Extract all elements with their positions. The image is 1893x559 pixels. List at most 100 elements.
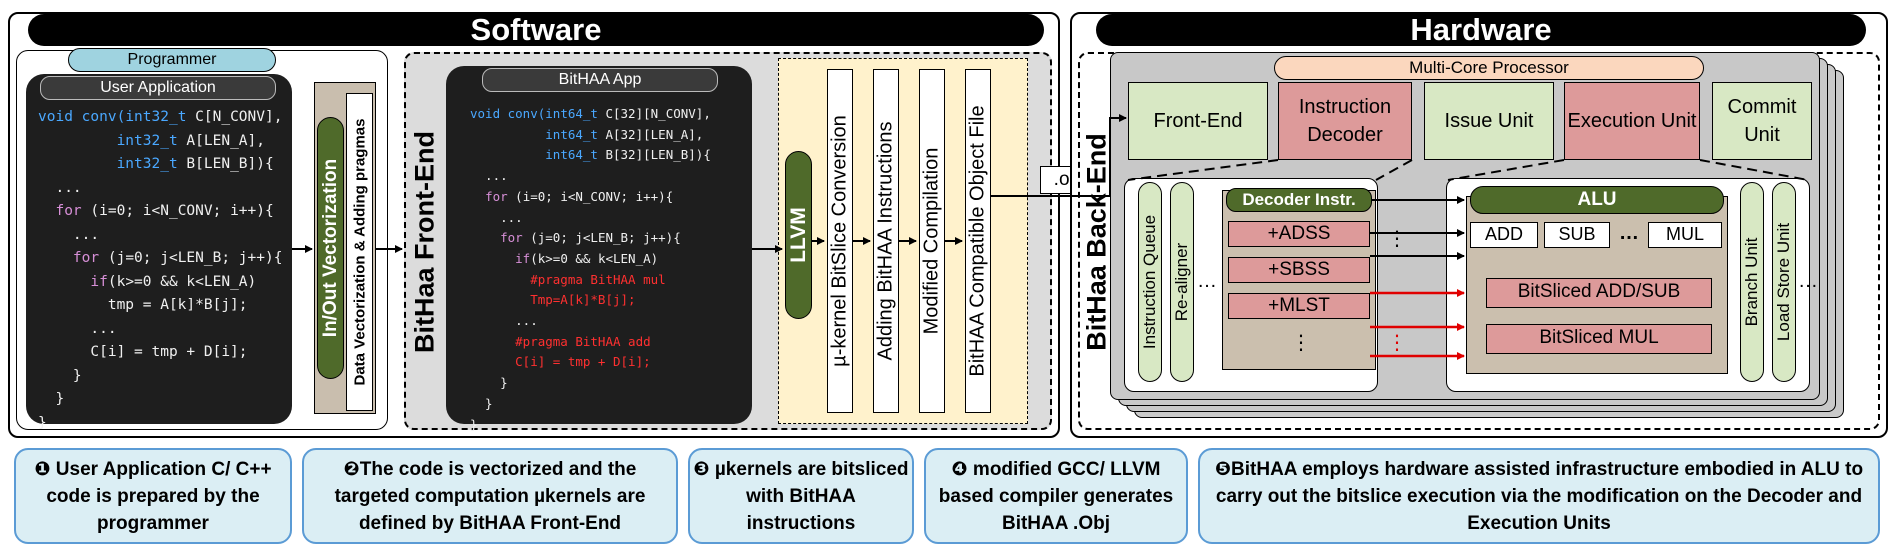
decoder-item-mlst: +MLST xyxy=(1228,293,1370,319)
user-code-line: for (j=0; j<LEN_B; j++){ xyxy=(38,247,283,271)
user-code-token: C[i] = tmp + D[i]; xyxy=(38,344,248,360)
caption-5-number: ❺ xyxy=(1214,458,1232,480)
caption-1-number: ❶ xyxy=(34,458,51,480)
caption-3-text: µkernels are bitsliced with BitHAA instr… xyxy=(709,458,909,534)
user-code-token: ... xyxy=(38,320,117,337)
load-store-unit: Load Store Unit xyxy=(1772,182,1796,382)
multi-core-processor-label: Multi-Core Processor xyxy=(1274,56,1704,80)
user-code-token: for xyxy=(72,250,100,266)
bithaa-code-line: int64_t B[32][LEN_B]){ xyxy=(470,145,711,166)
bithaa-code-token: int64_t xyxy=(545,106,606,121)
user-code-token: B[LEN_B]){ xyxy=(186,156,274,172)
user-code-token: int32_t xyxy=(116,156,187,172)
bithaa-code-line: ... xyxy=(470,311,711,332)
user-code-line: C[i] = tmp + D[i]; xyxy=(38,341,282,365)
in-out-vectorization-pill: In/Out Vectorization xyxy=(317,117,344,379)
user-code-token: if xyxy=(90,273,108,290)
decoder-item-sbss: +SBSS xyxy=(1228,257,1370,283)
bithaa-code-token: ... xyxy=(470,209,523,225)
bithaa-code-token: #pragma BitHAA add xyxy=(470,333,651,349)
bithaa-code-token: } xyxy=(470,395,493,411)
bithaa-code-line: void conv(int64_t C[32][N_CONV], xyxy=(470,104,711,125)
issue-unit: Issue Unit xyxy=(1424,82,1554,160)
user-code-line: if(k>=0 && k<LEN_A) xyxy=(38,271,282,295)
caption-5: ❺BitHAA employs hardware assisted infras… xyxy=(1198,448,1880,544)
llvm-pill: LLVM xyxy=(785,151,812,319)
bithaa-code-token: (i=0; i<N_CONV; i++){ xyxy=(507,188,674,204)
caption-5-text: BitHAA employs hardware assisted infrast… xyxy=(1215,458,1864,534)
bithaa-code-line: } xyxy=(470,415,711,436)
user-code-token: ... xyxy=(38,179,82,196)
instruction-decoder-unit: Instruction Decoder xyxy=(1278,82,1412,160)
commit-unit: Commit Unit xyxy=(1712,82,1812,160)
bithaa-code-line: } xyxy=(470,394,711,415)
bithaa-code-token: ... xyxy=(470,168,508,184)
user-code-token: tmp = A[k]*B[j]; xyxy=(38,297,248,313)
programmer-label: Programmer xyxy=(68,48,276,72)
alu-ops-ellipsis: … xyxy=(1619,222,1639,244)
bithaa-code-line: Tmp=A[k]*B[j]; xyxy=(470,290,711,311)
decoder-item-adss: +ADSS xyxy=(1228,221,1370,247)
bithaa-code-token: (j=0; j<LEN_B; j++){ xyxy=(522,230,681,246)
zoom-decoder xyxy=(1127,159,1279,181)
user-code-line: ... xyxy=(38,177,282,201)
user-code-line: } xyxy=(38,388,282,412)
user-code-token: (k>=0 && k<LEN_A) xyxy=(107,273,257,290)
bithaa-code-line: #pragma BitHAA mul xyxy=(470,270,711,291)
user-code-line: tmp = A[k]*B[j]; xyxy=(38,294,282,318)
re-aligner: Re-aligner xyxy=(1170,182,1194,382)
caption-2-text: The code is vectorized and the targeted … xyxy=(334,458,646,534)
caption-1: ❶ User Application C/ C++ code is prepar… xyxy=(14,448,292,544)
user-application-code-box: User Application void conv(int32_t C[N_C… xyxy=(26,74,292,431)
bithaa-code-line: for (j=0; j<LEN_B; j++){ xyxy=(470,228,711,249)
user-code-line: int32_t A[LEN_A], xyxy=(38,130,282,154)
user-code-token: int32_t xyxy=(125,109,196,125)
user-code-token: C[N_CONV], xyxy=(195,109,283,125)
decoder-ellipsis: … xyxy=(1197,270,1217,292)
bithaa-code-token: } xyxy=(470,416,478,432)
bithaa-code-token: #pragma BitHAA mul xyxy=(470,271,666,287)
user-code-listing: void conv(int32_t C[N_CONV], int32_t A[L… xyxy=(38,106,282,435)
bithaa-code-line: } xyxy=(470,373,711,394)
bitsliced-mul: BitSliced MUL xyxy=(1486,324,1712,354)
user-code-line: } xyxy=(38,365,282,389)
user-code-line: ... xyxy=(38,224,282,248)
step-object-file: BitHAA Compatible Object File xyxy=(965,69,991,413)
branch-unit: Branch Unit xyxy=(1740,182,1764,382)
user-code-token: (i=0; i<N_CONV; i++){ xyxy=(81,203,274,219)
bithaa-code-line: if(k>=0 && k<LEN_A) xyxy=(470,249,711,270)
vectorization-column: In/Out Vectorization Data Vectorization … xyxy=(314,82,376,414)
caption-4: ❹ modified GCC/ LLVM based compiler gene… xyxy=(924,448,1188,544)
bithaa-code-token: C[32][N_CONV], xyxy=(605,106,711,121)
user-code-token: A[LEN_A], xyxy=(186,132,265,149)
bithaa-code-line: #pragma BitHAA add xyxy=(470,332,711,353)
user-code-token: } xyxy=(38,391,65,407)
bithaa-code-token: void conv( xyxy=(470,106,546,121)
bithaa-code-token: int64_t xyxy=(545,147,606,163)
caption-4-number: ❹ xyxy=(951,458,968,480)
user-code-token: int32_t xyxy=(116,132,187,149)
bithaa-code-token: for xyxy=(500,230,523,246)
user-code-line: } xyxy=(38,412,282,436)
arrow-obj-to-frontend xyxy=(990,114,1127,197)
user-code-token: ... xyxy=(38,226,100,243)
bithaa-code-token: for xyxy=(485,188,508,204)
user-code-line: for (i=0; i<N_CONV; i++){ xyxy=(38,200,282,224)
bithaa-code-token: C[i] = tmp + D[i]; xyxy=(470,354,651,370)
user-code-token: } xyxy=(38,367,82,384)
caption-1-text: User Application C/ C++ code is prepared… xyxy=(46,458,272,534)
bithaa-code-line: ... xyxy=(470,166,711,187)
bithaa-code-line: int64_t A[32][LEN_A], xyxy=(470,125,711,146)
user-code-line: void conv(int32_t C[N_CONV], xyxy=(38,106,282,130)
user-code-token: } xyxy=(38,414,47,431)
user-code-line: int32_t B[LEN_B]){ xyxy=(38,153,282,177)
bithaa-code-line: C[i] = tmp + D[i]; xyxy=(470,352,711,373)
alu-title: ALU xyxy=(1470,186,1724,214)
bithaa-code-token: } xyxy=(470,375,508,391)
bithaa-code-token: if xyxy=(515,250,531,266)
user-application-label: User Application xyxy=(40,76,276,100)
zoom-execution-right xyxy=(1699,159,1809,181)
caption-2-number: ❷ xyxy=(343,458,360,480)
instruction-queue: Instruction Queue xyxy=(1138,182,1162,382)
data-vectorization-box: Data Vectorization & Adding pragmas xyxy=(346,93,373,411)
